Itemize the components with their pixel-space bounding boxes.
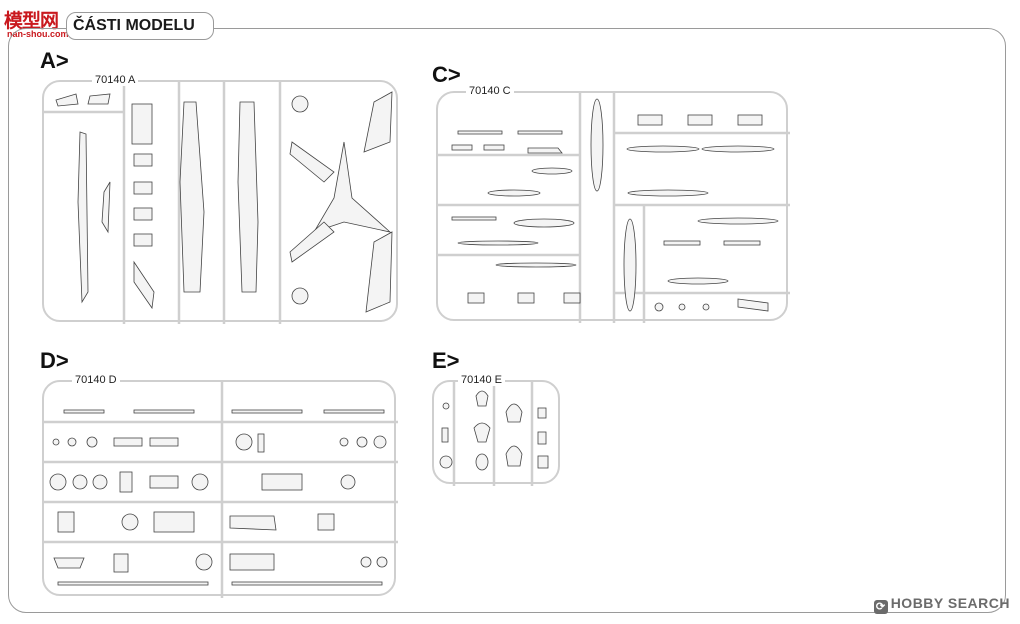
section-a-letter: A> — [40, 48, 69, 73]
sprue-d: 70140 D — [42, 374, 398, 598]
sprue-c: 70140 C — [436, 85, 790, 323]
sprue-d-code: 70140 D — [72, 374, 120, 386]
parts-frame — [8, 28, 1006, 613]
watermark-logo: 模型网 — [4, 10, 59, 32]
page-title: ČÁSTI MODELU — [73, 17, 195, 34]
sprue-a-parts — [44, 82, 393, 324]
sprue-a: 70140 A — [42, 74, 398, 324]
header-tab: ČÁSTI MODELU — [66, 12, 214, 40]
hobby-search-watermark: ⟳HOBBY SEARCH — [873, 595, 1010, 614]
hobby-search-text: HOBBY SEARCH — [890, 595, 1010, 611]
sprue-e: 70140 E — [432, 374, 560, 486]
sprue-e-parts — [439, 382, 549, 486]
sprue-d-parts — [44, 382, 398, 598]
sprue-e-code: 70140 E — [458, 374, 505, 386]
sprue-c-parts — [438, 93, 790, 323]
section-d-letter: D> — [40, 348, 69, 373]
section-e-letter: E> — [432, 348, 460, 373]
watermark-domain: nan-shou.com — [7, 29, 69, 39]
sprue-c-code: 70140 C — [466, 85, 514, 97]
sprue-a-code: 70140 A — [92, 74, 139, 86]
section-c-letter: C> — [432, 62, 461, 87]
hobby-search-logo-icon: ⟳ — [873, 600, 888, 614]
